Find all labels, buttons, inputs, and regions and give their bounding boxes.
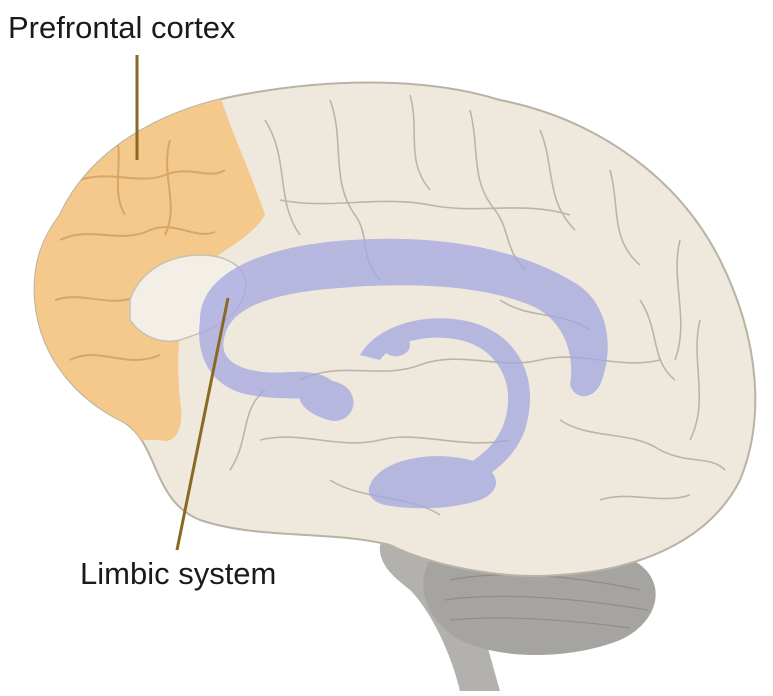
prefrontal-cortex-label: Prefrontal cortex [8,12,235,43]
limbic-system-label: Limbic system [80,558,276,589]
